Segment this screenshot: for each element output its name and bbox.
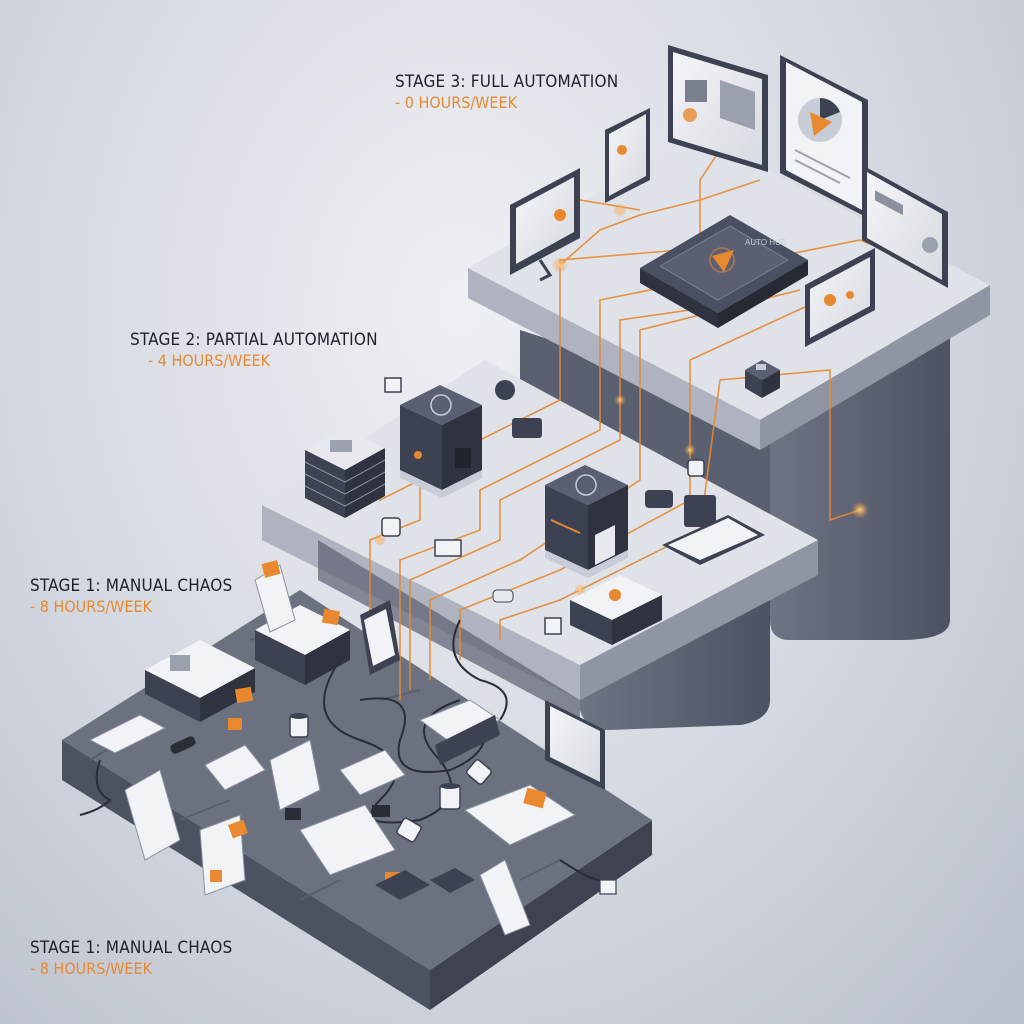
- stage-1-title-lower: STAGE 1: MANUAL CHAOS: [30, 938, 232, 959]
- small-gadget-4: [600, 880, 616, 894]
- icon-tile-4: [382, 518, 400, 536]
- sticky-note-3: [235, 687, 253, 704]
- sticky-note-2: [322, 609, 340, 626]
- icon-tile-10: [545, 618, 561, 634]
- stage-1-title-upper: STAGE 1: MANUAL CHAOS: [30, 576, 232, 597]
- icon-tile-8: [684, 495, 716, 527]
- small-gadget-3: [372, 805, 390, 817]
- icon-tile-1: [385, 378, 401, 392]
- stage-1-label-upper: STAGE 1: MANUAL CHAOS - 8 HOURS/WEEK: [30, 576, 232, 617]
- stage-3-title: STAGE 3: FULL AUTOMATION: [395, 72, 618, 93]
- icon-tile-5: [435, 540, 461, 556]
- icon-tile-6: [645, 490, 673, 508]
- stage-3-label: STAGE 3: FULL AUTOMATION - 0 HOURS/WEEK: [395, 72, 618, 113]
- coffee-mug-1: [290, 713, 308, 737]
- stage-1-hours-lower: - 8 HOURS/WEEK: [30, 959, 232, 979]
- stage-1-hours-upper: - 8 HOURS/WEEK: [30, 597, 232, 617]
- icon-tile-3: [512, 418, 542, 438]
- stage-3-hours: - 0 HOURS/WEEK: [395, 93, 618, 113]
- stage-2-title: STAGE 2: PARTIAL AUTOMATION: [130, 330, 378, 351]
- sticky-note-8: [210, 870, 222, 882]
- icon-tile-2: [495, 380, 515, 400]
- coffee-mug-2: [440, 783, 460, 809]
- hub-label: AUTO HUB: [745, 238, 786, 247]
- processing-cube-2: [545, 465, 628, 578]
- icon-tile-7: [688, 460, 704, 476]
- stage-2-label: STAGE 2: PARTIAL AUTOMATION - 4 HOURS/WE…: [130, 330, 378, 371]
- sticky-note-4: [228, 718, 242, 730]
- stage-1-label-lower: STAGE 1: MANUAL CHAOS - 8 HOURS/WEEK: [30, 938, 232, 979]
- processing-cube-1: [400, 385, 482, 498]
- icon-tile-9: [493, 590, 513, 602]
- monitor-left: [510, 0, 580, 280]
- small-gadget-2: [285, 808, 301, 820]
- stage-2-hours: - 4 HOURS/WEEK: [130, 351, 378, 371]
